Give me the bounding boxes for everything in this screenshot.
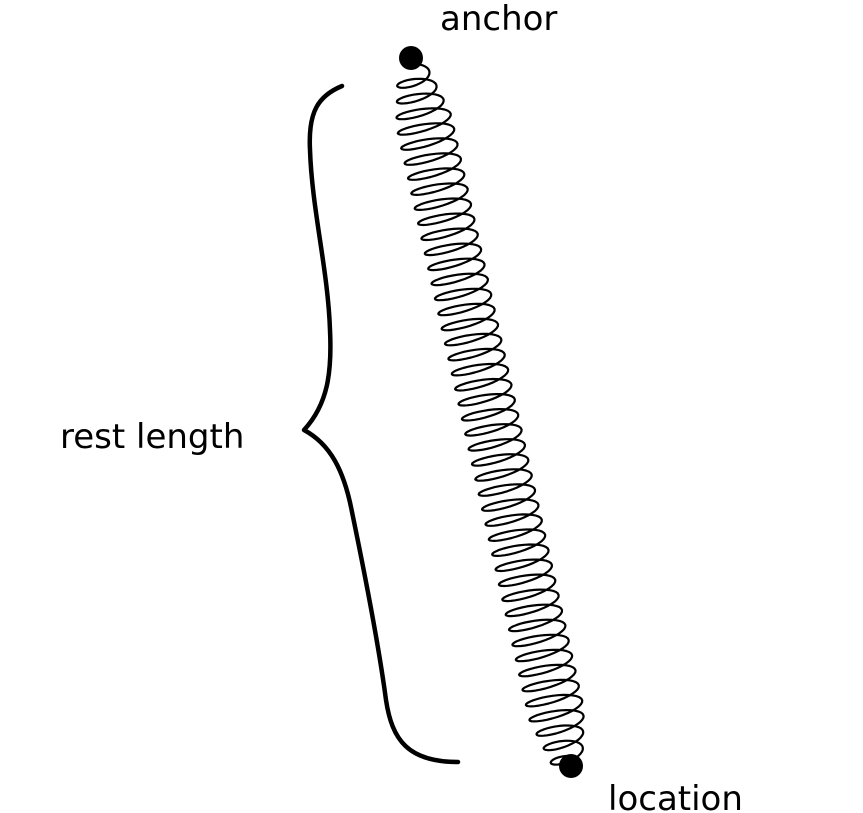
anchor-point <box>399 46 423 70</box>
rest-length-label: rest length <box>60 417 245 457</box>
anchor-label: anchor <box>440 0 558 39</box>
spring-coil <box>395 62 585 766</box>
location-label: location <box>608 779 743 813</box>
location-point <box>559 754 583 778</box>
rest-length-brace <box>301 83 461 765</box>
